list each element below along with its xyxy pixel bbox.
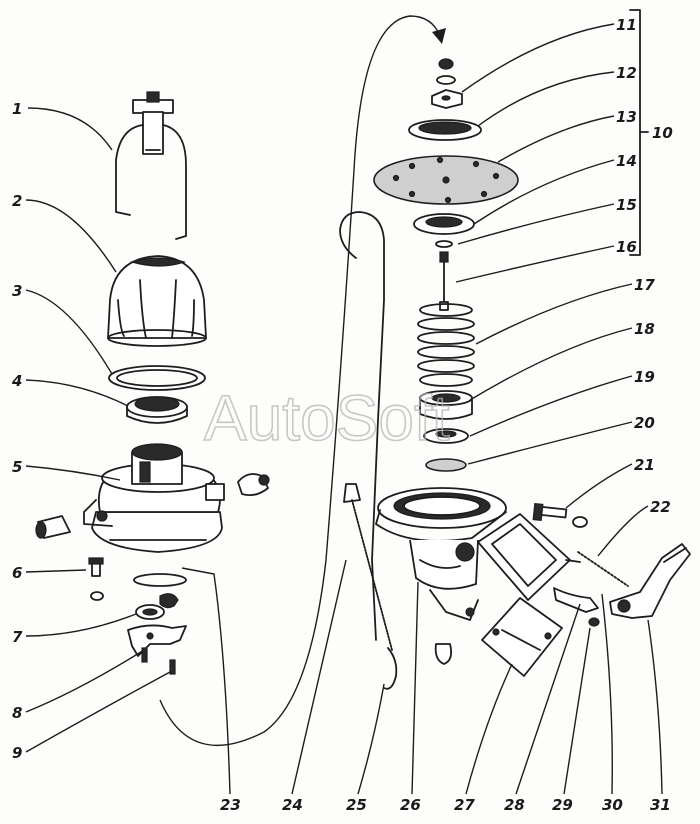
- part-6-screw: [88, 557, 104, 601]
- callouts-bottom: 23 24 25 26 27 28 29 30 31: [220, 796, 671, 814]
- callout-19: 19: [634, 368, 655, 386]
- part-18-spring-seat: [419, 390, 473, 420]
- callout-29: 29: [552, 796, 573, 814]
- part-16-pull-rod: [439, 251, 449, 311]
- part-26-lower-body: [375, 487, 507, 665]
- part-25-return-spring: [343, 483, 398, 690]
- part-12-washer: [431, 89, 463, 109]
- callout-30: 30: [602, 796, 623, 814]
- callout-24: 24: [282, 796, 303, 814]
- part-20-retainer: [425, 458, 467, 472]
- inlet-fitting: [35, 515, 71, 539]
- part-14-lower-plate: [413, 213, 475, 235]
- callout-20: 20: [634, 414, 655, 432]
- callout-2: 2: [12, 192, 22, 210]
- callout-4: 4: [11, 372, 22, 390]
- part-17-spring: [417, 303, 475, 387]
- callout-17: 17: [634, 276, 655, 294]
- part-2-glass-bowl: [107, 255, 207, 347]
- callout-26: 26: [400, 796, 421, 814]
- callout-12: 12: [616, 64, 637, 82]
- transfer-arrow: [159, 15, 446, 747]
- callout-21: 21: [634, 456, 655, 474]
- part-9-screws: [141, 647, 176, 675]
- callout-10: 10: [652, 124, 673, 142]
- callout-13: 13: [616, 108, 637, 126]
- callout-1: 1: [12, 100, 22, 118]
- part-29-pin: [588, 617, 600, 627]
- part-1-stirrup-clamp: [115, 91, 187, 240]
- part-24-priming-rod: [339, 211, 385, 641]
- callout-25: 25: [346, 796, 367, 814]
- callout-5: 5: [12, 458, 22, 476]
- callout-7: 7: [12, 628, 23, 646]
- part-3-gasket-ring: [108, 365, 206, 391]
- callout-6: 6: [12, 564, 22, 582]
- part-8-retainer-plate: [127, 624, 187, 657]
- callout-3: 3: [12, 282, 22, 300]
- part-21-bolt: [532, 502, 588, 528]
- callout-28: 28: [504, 796, 525, 814]
- part-27-flange-gasket: [477, 513, 571, 677]
- part-31-rocker-arm: [609, 543, 691, 619]
- part-11-nut: [436, 58, 456, 85]
- callout-11: 11: [616, 16, 637, 34]
- callout-9: 9: [12, 744, 22, 762]
- part-22-lever-spring: [565, 551, 629, 587]
- callouts-left: 1 2 3 4 5 6 7 8 9: [11, 100, 23, 762]
- part-19-oil-seal: [423, 428, 469, 444]
- callout-8: 8: [12, 704, 22, 722]
- callout-31: 31: [650, 796, 671, 814]
- callout-14: 14: [616, 152, 637, 170]
- part-28-link: [553, 587, 599, 613]
- part-7-valve-set: [133, 573, 187, 620]
- part-13-upper-plate: [408, 119, 482, 141]
- watermark-text: AutoSoft: [204, 382, 450, 454]
- part-15-seal-washer: [435, 240, 453, 248]
- callout-23: 23: [220, 796, 241, 814]
- leader-lines: [25, 23, 663, 795]
- callout-22: 22: [650, 498, 671, 516]
- callouts-right: 11 12 13 14 15 16 17 18 19 20 21 22 10: [616, 16, 673, 516]
- callout-16: 16: [616, 238, 637, 256]
- part-4-filter-screen: [126, 396, 188, 424]
- callout-18: 18: [634, 320, 655, 338]
- callout-27: 27: [454, 796, 475, 814]
- outlet-elbow: [237, 473, 270, 497]
- callout-15: 15: [616, 196, 637, 214]
- part-5-pump-top-body: [83, 443, 225, 553]
- group-bracket-10: [629, 9, 649, 256]
- diaphragm: [373, 155, 519, 205]
